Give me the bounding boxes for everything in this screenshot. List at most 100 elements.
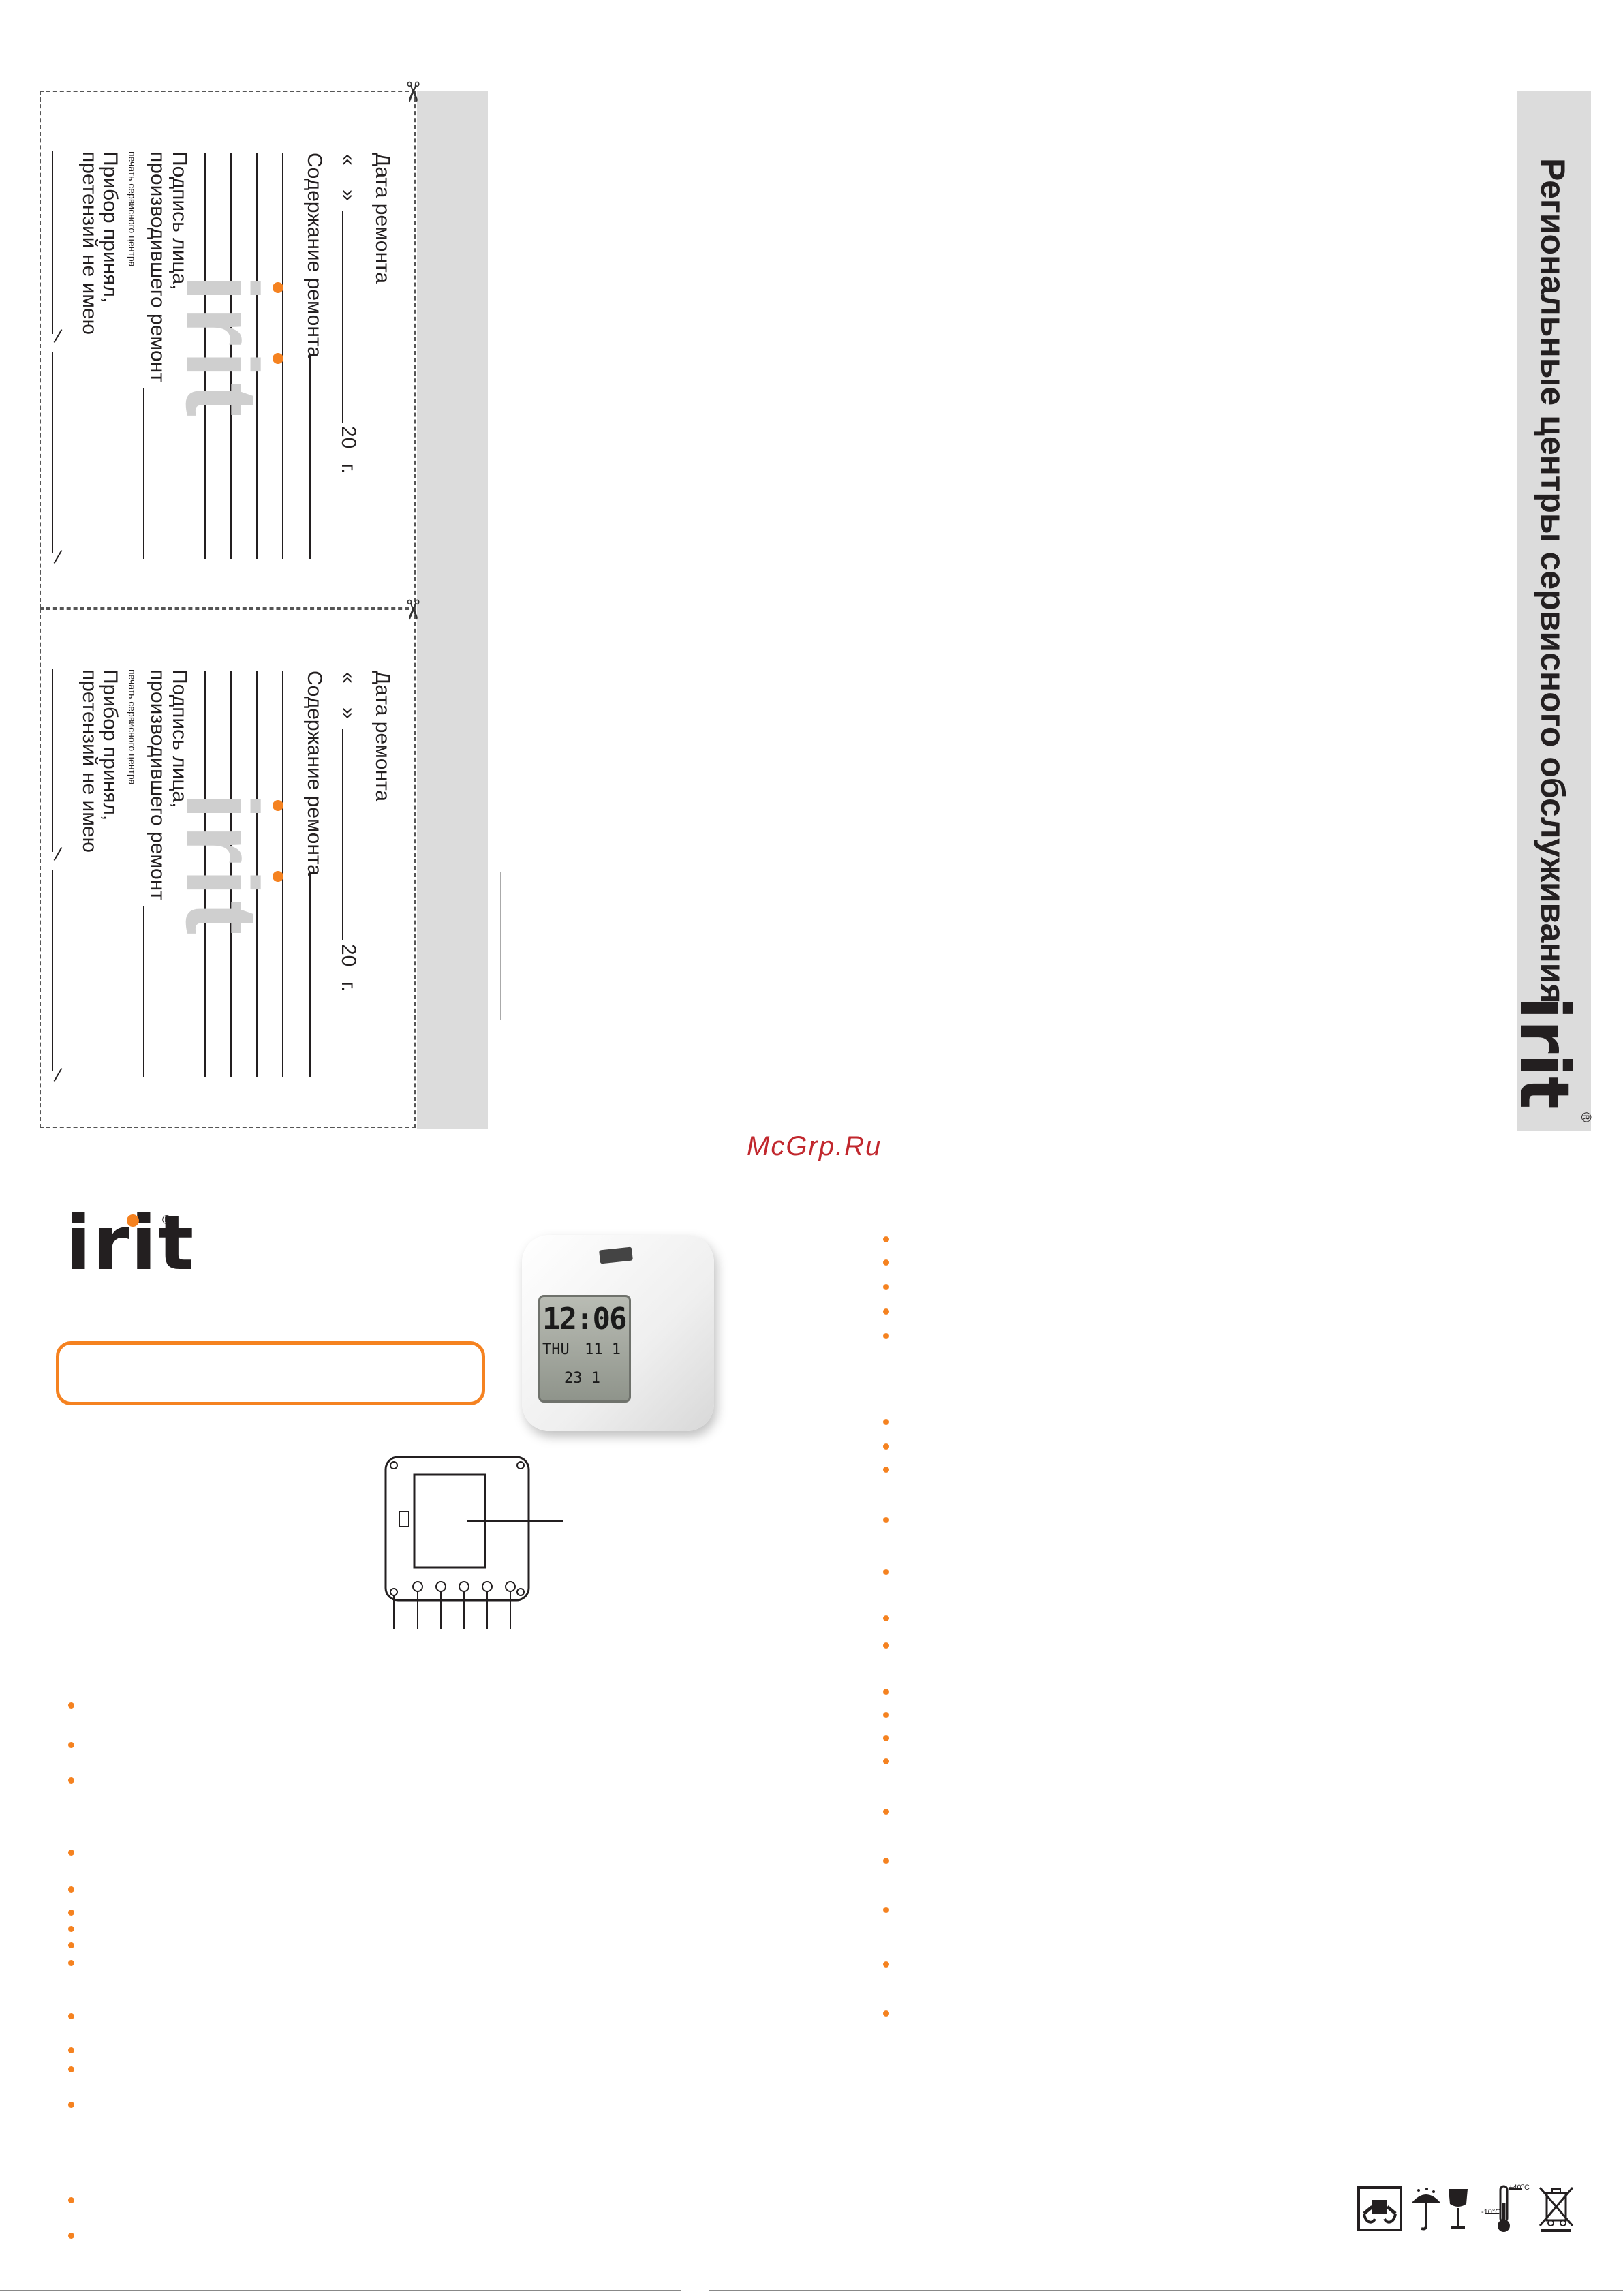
content-line-5 (204, 671, 206, 1077)
accepted-label-2: претензий не имею (78, 669, 101, 853)
quote-close: » (337, 189, 360, 201)
watermark-dot (273, 871, 283, 882)
list-bullet (68, 1850, 74, 1856)
watermark-dot (273, 353, 283, 364)
list-bullet (883, 1858, 889, 1864)
content-line-4 (230, 671, 232, 1077)
coupon-side-strip (417, 91, 488, 1129)
scissors-icon: ✂ (397, 80, 427, 104)
accepted-label-2: претензий не имею (78, 151, 101, 335)
accepted-line-1 (52, 669, 53, 852)
device-back-diagram (384, 1456, 563, 1629)
repair-coupon-2 (40, 609, 416, 1128)
date-fill-line (342, 211, 343, 423)
signature-fill-line (143, 906, 144, 1077)
content-line-3 (256, 153, 258, 559)
temperature-limit-icon (1485, 2185, 1522, 2232)
list-bullet (883, 1236, 889, 1242)
list-bullet (68, 1886, 74, 1893)
list-bullet (68, 2197, 74, 2203)
list-bullet (68, 1702, 74, 1709)
accepted-label-1: Прибор принял, (99, 669, 121, 821)
lcd-day: THU (542, 1341, 570, 1358)
list-bullet (883, 1758, 889, 1764)
fragile-glass-icon (1449, 2189, 1468, 2229)
signature-label-2: производившего ремонт (146, 669, 169, 900)
scissors-icon: ✂ (397, 598, 427, 622)
list-bullet (883, 1642, 889, 1649)
logo-accent-dot (127, 1214, 139, 1227)
lcd-temperature: 23 1 (564, 1370, 600, 1387)
accepted-line-2 (52, 352, 53, 553)
list-bullet (68, 2013, 74, 2019)
accepted-label-1: Прибор принял, (99, 151, 121, 303)
weee-crossed-bin-icon (1539, 2187, 1574, 2232)
date-fill-line (342, 729, 343, 940)
signature-label-2: производившего ремонт (146, 151, 169, 382)
repair-coupon-1 (40, 91, 416, 609)
model-name-box (56, 1341, 485, 1405)
content-fill-line (309, 354, 311, 559)
list-bullet (883, 2010, 889, 2017)
year-suffix: г. (337, 981, 360, 992)
service-centers-title: Региональные центры сервисного обслужива… (1534, 158, 1572, 1004)
content-line-3 (256, 671, 258, 1077)
lcd-time: 12:06 (542, 1302, 627, 1336)
quote-open: « (337, 672, 360, 684)
list-bullet (883, 1809, 889, 1815)
list-bullet (883, 1333, 889, 1339)
temp-low-label: -10°C (1481, 2208, 1501, 2216)
signature-label-1: Подпись лица, (168, 151, 191, 290)
list-bullet (68, 1960, 74, 1966)
content-fill-line (309, 872, 311, 1077)
product-registered-mark: ® (162, 1213, 172, 1227)
title-strip (1517, 91, 1591, 1131)
list-bullet (68, 1926, 74, 1932)
signature-label-1: Подпись лица, (168, 669, 191, 808)
coupon-watermark-logo: irit (165, 792, 279, 939)
lcd-screen (538, 1295, 631, 1403)
stamp-label: печать сервисного центра (127, 151, 138, 267)
year-prefix: 20 (337, 426, 360, 449)
strip-divider-line (500, 872, 501, 1020)
coupon-watermark-logo: irit (165, 274, 279, 421)
list-bullet (883, 1735, 889, 1741)
stamp-label: печать сервисного центра (127, 669, 138, 785)
lcd-date: 11 1 (585, 1341, 621, 1358)
handle-with-care-icon (1357, 2186, 1402, 2231)
list-bullet (883, 1284, 889, 1290)
bottom-rule (709, 2290, 1623, 2291)
list-bullet (883, 1443, 889, 1450)
content-label: Содержание ремонта (303, 153, 326, 358)
watermark-dot (273, 282, 283, 293)
list-bullet (883, 1615, 889, 1621)
quote-close: » (337, 707, 360, 719)
list-bullet (68, 2047, 74, 2053)
year-suffix: г. (337, 463, 360, 474)
signature-fill-line (143, 388, 144, 559)
quote-open: « (337, 154, 360, 166)
list-bullet (68, 1942, 74, 1948)
list-bullet (883, 1907, 889, 1913)
content-line-5 (204, 153, 206, 559)
list-bullet (883, 1712, 889, 1718)
list-bullet (883, 1569, 889, 1575)
list-bullet (68, 1910, 74, 1916)
header-brand-logo: irit (1504, 996, 1584, 1109)
list-bullet (883, 1689, 889, 1695)
keep-dry-umbrella-icon (1412, 2188, 1440, 2231)
date-label: Дата ремонта (371, 671, 394, 802)
list-bullet (883, 1259, 889, 1266)
site-watermark: McGrp.Ru (747, 1131, 882, 1161)
content-line-4 (230, 153, 232, 559)
list-bullet (883, 1467, 889, 1473)
accepted-line-1 (52, 151, 53, 334)
accepted-line-2 (52, 870, 53, 1071)
date-label: Дата ремонта (371, 153, 394, 284)
product-brand-logo: irit (65, 1199, 196, 1287)
list-bullet (68, 2233, 74, 2239)
content-label: Содержание ремонта (303, 671, 326, 876)
year-prefix: 20 (337, 944, 360, 967)
bottom-rule (0, 2290, 681, 2291)
list-bullet (68, 1742, 74, 1748)
